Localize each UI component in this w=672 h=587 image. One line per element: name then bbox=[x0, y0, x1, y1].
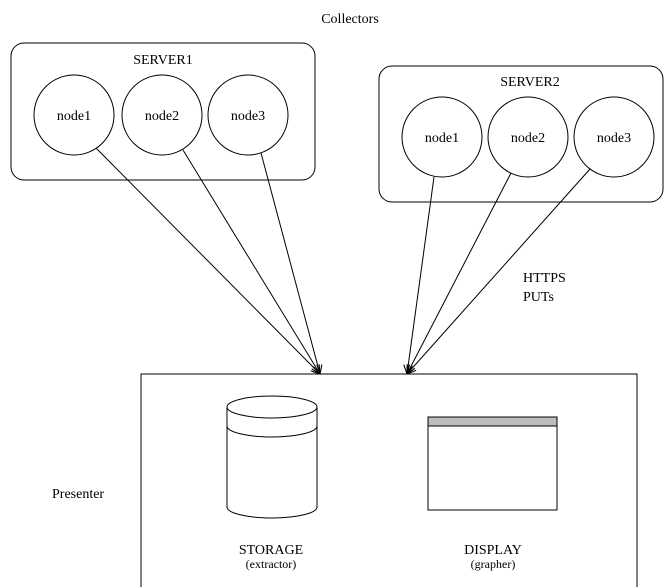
storage-label: STORAGE bbox=[239, 543, 303, 558]
presenter-group: Presenter STORAGE (extractor) DISPLAY (g… bbox=[52, 373, 638, 587]
node-label: node3 bbox=[597, 131, 631, 146]
protocol-label-line2: PUTs bbox=[523, 290, 554, 305]
node-label: node2 bbox=[511, 131, 545, 146]
server2-node3: node3 bbox=[573, 96, 655, 178]
presenter-label: Presenter bbox=[52, 487, 104, 502]
display-titlebar bbox=[427, 416, 558, 427]
display-label: DISPLAY bbox=[464, 543, 522, 558]
arrow-server1-node1 bbox=[95, 147, 320, 374]
server2-label: SERVER2 bbox=[500, 75, 560, 90]
server1-label: SERVER1 bbox=[133, 53, 193, 68]
server1-node1: node1 bbox=[33, 74, 115, 156]
display-window bbox=[427, 416, 558, 511]
protocol-label-line1: HTTPS bbox=[523, 271, 566, 286]
diagram-title: Collectors bbox=[321, 12, 379, 27]
server2-box bbox=[378, 65, 664, 203]
display-icon bbox=[427, 416, 558, 511]
node-label: node3 bbox=[231, 109, 265, 124]
node-label: node1 bbox=[425, 131, 459, 146]
node-label: node2 bbox=[145, 109, 179, 124]
server1-box bbox=[10, 42, 316, 181]
arrow-server1-node2 bbox=[182, 149, 320, 374]
arrow-server1-node3 bbox=[260, 152, 320, 374]
presenter-box bbox=[140, 373, 638, 587]
server2-node2: node2 bbox=[487, 96, 569, 178]
node-label: node1 bbox=[57, 109, 91, 124]
arrow-server2-node1 bbox=[407, 176, 435, 374]
server2-group: SERVER2 node1 node2 node3 bbox=[378, 65, 664, 203]
arrow-server2-node2 bbox=[407, 172, 512, 374]
display-sublabel: (grapher) bbox=[471, 557, 516, 571]
storage-sublabel: (extractor) bbox=[246, 557, 297, 571]
arrows bbox=[95, 147, 591, 374]
storage-icon bbox=[226, 395, 318, 519]
server1-group: SERVER1 node1 node2 node3 bbox=[10, 42, 316, 181]
server2-node1: node1 bbox=[401, 96, 483, 178]
arrow-server2-node3 bbox=[407, 168, 591, 374]
server1-node2: node2 bbox=[121, 74, 203, 156]
server1-node3: node3 bbox=[207, 74, 289, 156]
